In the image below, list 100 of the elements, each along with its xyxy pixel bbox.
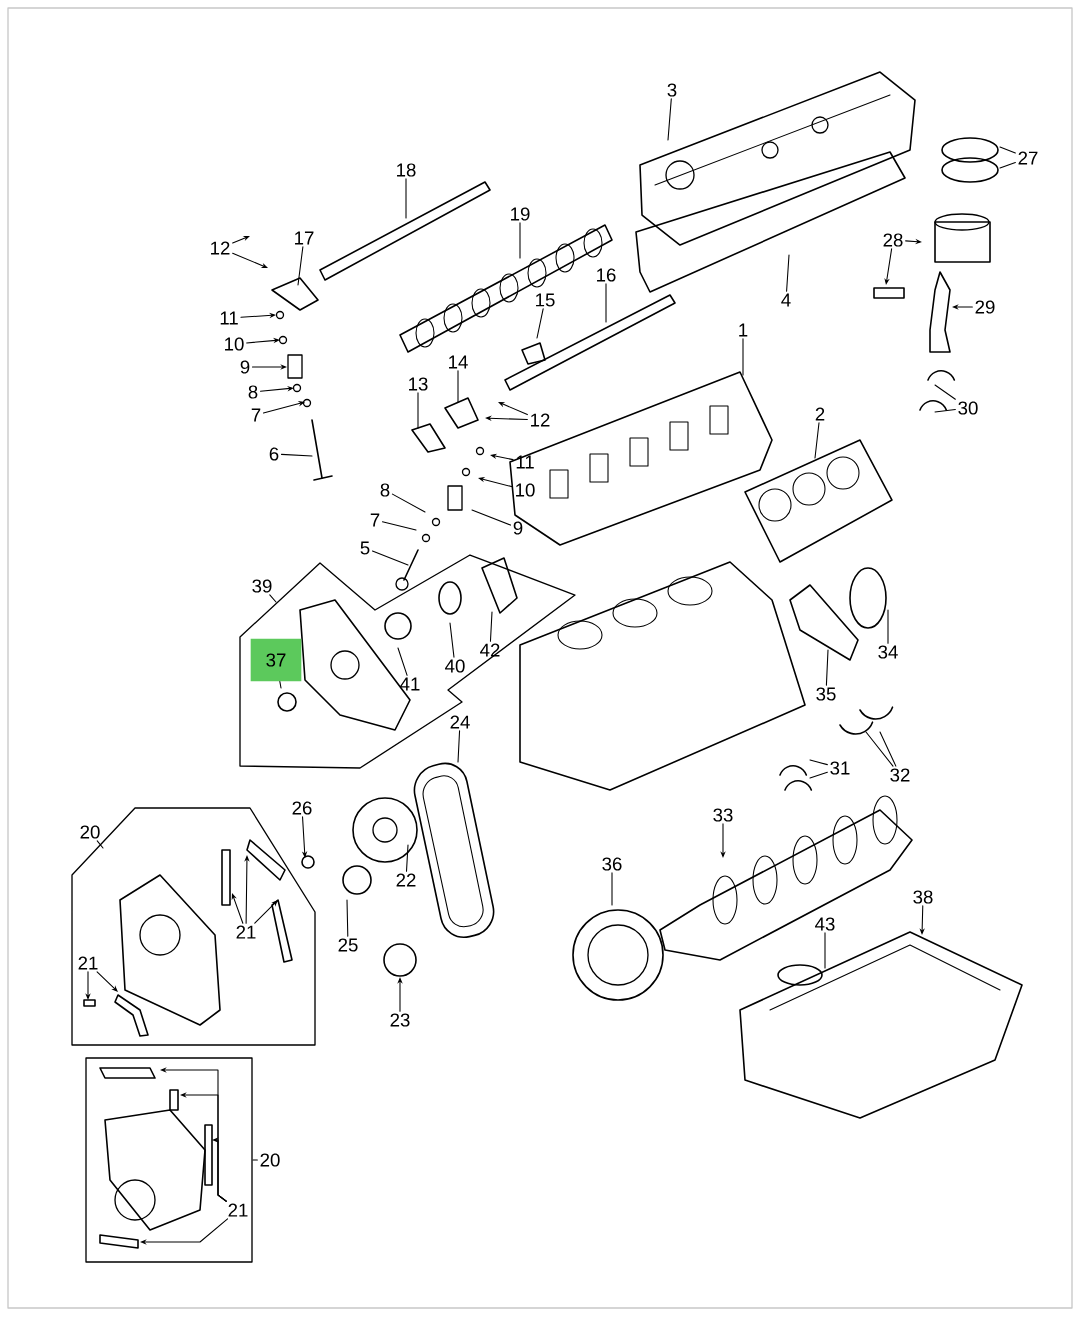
callout-number: 21 [236,925,256,939]
callout-number: 19 [511,207,530,221]
leader-line [457,730,461,763]
callout-number: 24 [450,715,470,729]
callout-number: 2 [815,407,825,421]
leader-line [809,771,828,779]
callout-number: 29 [975,300,995,314]
callout-number: 25 [338,938,358,952]
leader-line [397,647,408,676]
leader-line [498,402,528,416]
callout-number: 15 [536,293,555,307]
leader-line [809,759,828,766]
leader-line [231,893,244,924]
leader-line [825,649,829,686]
leader-line [449,622,455,658]
leader-line [140,1218,229,1245]
leader-line [884,248,893,285]
leader-line [252,1159,258,1161]
callout-number: 20 [260,1153,280,1167]
leader-line [259,385,294,392]
leader-line [887,609,889,644]
leader-line [381,521,417,531]
callout-number: 22 [396,873,416,887]
callout-number: 39 [252,579,272,593]
leader-line [280,453,313,457]
callout-number: 40 [445,659,465,673]
leader-line [405,178,407,219]
callout-number: 41 [400,677,420,691]
callout-number: 7 [251,408,261,422]
callout-number: 9 [240,360,250,374]
callout-number: 21 [228,1203,248,1217]
leader-line [346,899,349,937]
leader-line [417,392,419,429]
callout-number: 17 [295,231,314,245]
leader-line [999,162,1016,169]
leader-line [879,731,897,767]
callout-number: 32 [890,768,910,782]
callout-number: 8 [248,385,258,399]
leader-line [667,98,672,141]
callout-number: 28 [883,233,903,247]
callout-number: 18 [397,163,416,177]
callout-number: 3 [667,83,677,97]
callout-number: 12 [531,413,550,427]
leader-line [814,422,820,459]
leader-line [232,235,250,244]
leader-line [865,731,894,767]
callout-number: 10 [516,483,535,497]
leader-line [457,370,459,403]
leader-line [934,409,956,413]
leader-line [536,308,544,339]
callout-number: 13 [409,377,428,391]
callout-number: 9 [513,521,523,535]
callout-number: 33 [713,808,733,822]
leader-line [269,594,277,603]
leader-line [742,338,744,376]
callout-number: 36 [602,857,622,871]
leader-line [246,337,280,344]
leader-line [611,872,613,906]
leader-line [999,146,1016,154]
leader-line [605,283,607,323]
callout-number: 8 [380,483,390,497]
leader-line [371,550,409,566]
callout-number: 42 [480,643,500,657]
leader-line [471,509,512,526]
highlighted-callout-number: 37 [250,638,302,682]
leader-line [478,477,513,488]
leader-line [279,681,282,689]
leader-line [232,252,268,268]
leader-line [96,840,104,849]
leader-line [96,971,118,992]
callout-number: 23 [390,1013,410,1027]
callout-number: 26 [292,801,312,815]
callout-number: 31 [830,761,850,775]
callout-number: 11 [516,455,534,469]
callout-number: 21 [78,956,98,970]
leader-line [786,254,790,292]
callout-number: 34 [878,645,898,659]
leader-line [405,844,409,872]
callout-number: 4 [781,293,791,307]
callout-number: 7 [370,513,380,527]
callout-number: 5 [360,541,370,555]
leader-line [934,384,956,400]
callout-number: 43 [815,917,835,931]
leader-line [262,401,305,414]
leader-line [824,932,826,969]
leader-line [391,493,426,513]
callout-number: 20 [80,825,100,839]
callout-number: 30 [958,401,978,415]
callout-number: 10 [225,337,244,351]
callout-number: 1 [739,323,748,337]
callout-number: 6 [269,447,279,461]
callout-number: 16 [597,268,616,282]
callout-number: 38 [913,890,933,904]
callout-number: 12 [211,241,230,255]
leader-line [519,222,521,259]
leader-line [489,611,493,642]
leader-line [254,900,278,924]
callout-number: 27 [1018,151,1038,165]
callout-number: 11 [220,311,238,325]
leader-line [297,246,304,286]
